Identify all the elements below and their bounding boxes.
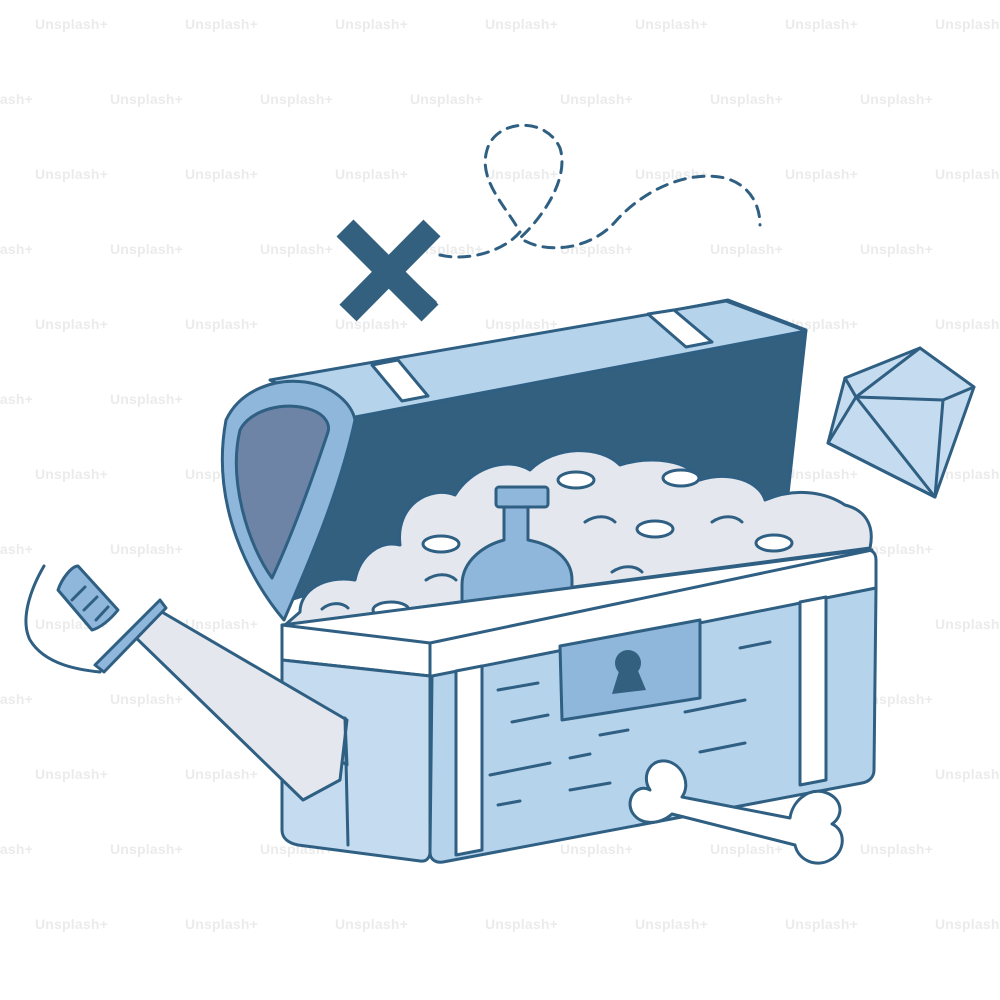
bottle-icon — [460, 485, 574, 607]
front-strap-left — [454, 664, 484, 857]
coin-arcs — [320, 515, 744, 611]
x-mark-strokes — [336, 219, 441, 322]
sword-icon — [24, 564, 350, 847]
dashed-trail-icon — [438, 123, 762, 259]
lid-stripe-left — [370, 358, 430, 403]
keyhole-icon — [558, 618, 702, 722]
chest-front — [428, 586, 878, 864]
plank-lines — [488, 640, 772, 807]
coin-pile — [283, 449, 873, 627]
diamond-icon — [826, 346, 976, 499]
lid-stripe-right — [646, 308, 714, 349]
bone-icon — [628, 759, 844, 865]
lid-shield-inner — [234, 404, 330, 580]
front-strap-right — [798, 595, 828, 787]
